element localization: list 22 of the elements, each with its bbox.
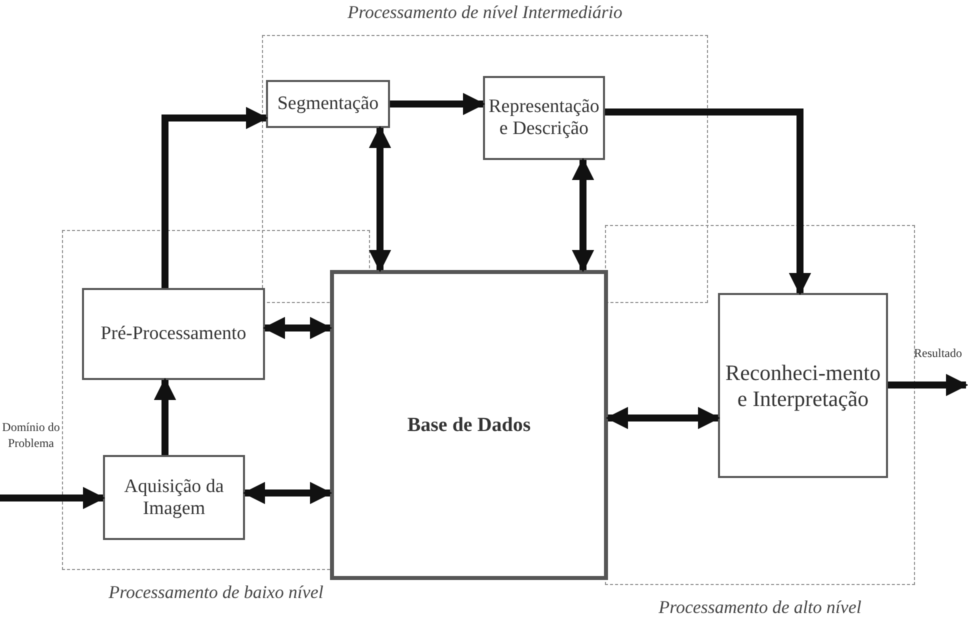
- flow-label: Domínio do Problema: [1, 420, 61, 452]
- process-box: Segmentação: [266, 80, 390, 128]
- process-box: Representação e Descrição: [483, 76, 605, 160]
- group-heading: Processamento de baixo nível: [108, 582, 324, 604]
- arrow: [162, 106, 268, 288]
- group-heading: Processamento de alto nível: [658, 597, 862, 619]
- process-box: Pré-Processamento: [82, 288, 265, 380]
- arrow: [390, 92, 486, 116]
- arrow: [368, 126, 392, 272]
- process-box: Base de Dados: [330, 270, 608, 580]
- flow-label: Resultado: [913, 346, 963, 362]
- arrow: [262, 316, 332, 340]
- arrow: [888, 374, 968, 396]
- process-box: Aquisição da Imagem: [103, 455, 245, 540]
- arrow: [0, 486, 106, 510]
- group-heading: Processamento de nível Intermediário: [346, 2, 624, 24]
- arrow: [572, 158, 594, 272]
- arrow: [606, 406, 720, 430]
- arrow: [605, 108, 812, 296]
- arrow: [154, 378, 176, 455]
- process-box: Reconheci-mento e Interpretação: [718, 293, 888, 478]
- arrow: [242, 482, 332, 504]
